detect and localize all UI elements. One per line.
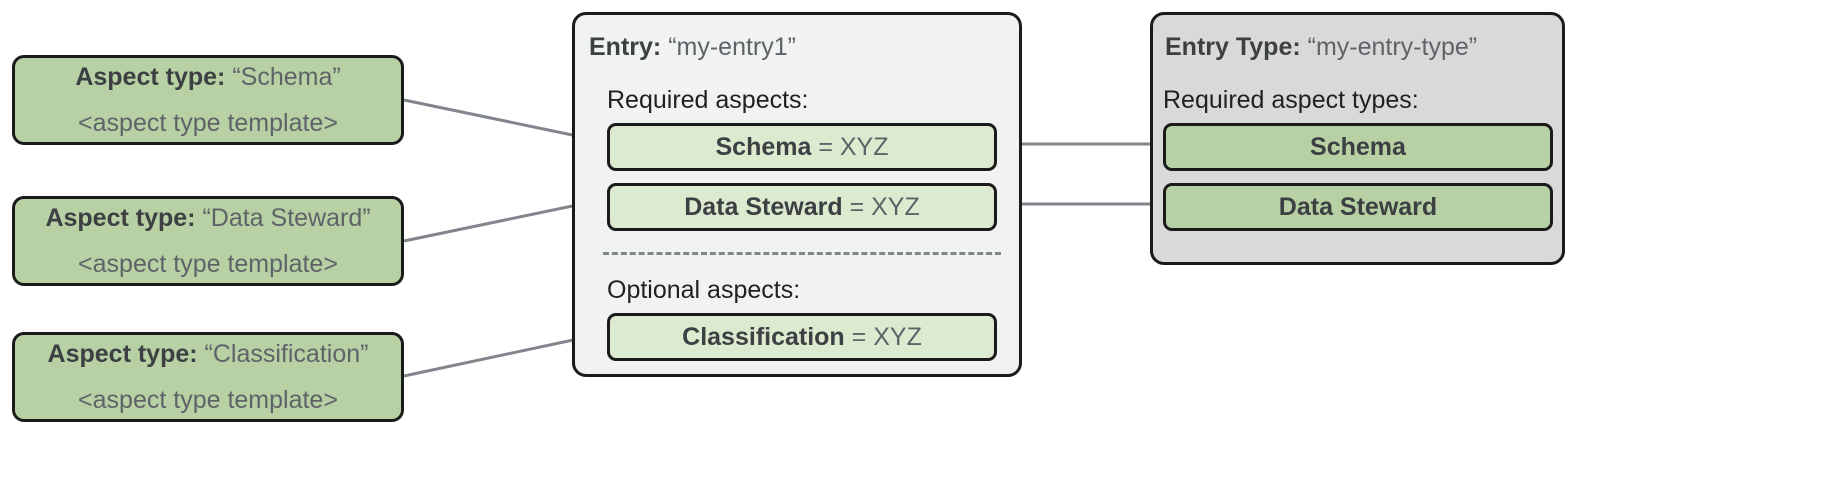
aspect-chip-data-steward[interactable]: Data Steward = XYZ [607, 183, 997, 231]
aspect-type-card-data-steward[interactable]: Aspect type: “Data Steward” <aspect type… [12, 196, 404, 286]
aspect-type-value-label: “Classification” [204, 340, 369, 368]
aspect-chip-value: = XYZ [849, 193, 920, 221]
aspect-type-template-label: <aspect type template> [78, 386, 338, 414]
entry-type-title: Entry Type: “my-entry-type” [1165, 30, 1477, 64]
aspect-type-title: Aspect type: “Classification” [48, 336, 369, 372]
aspect-chip-name: Schema [715, 133, 812, 161]
aspect-type-key-label: Aspect type: [45, 204, 196, 232]
entry-panel[interactable]: Entry: “my-entry1” Required aspects: Sch… [572, 12, 1022, 377]
entry-title: Entry: “my-entry1” [589, 30, 796, 64]
aspect-type-chip-data-steward[interactable]: Data Steward [1163, 183, 1553, 231]
optional-aspects-label: Optional aspects: [607, 276, 801, 304]
required-aspect-types-label: Required aspect types: [1163, 86, 1419, 114]
aspect-type-chip-schema[interactable]: Schema [1163, 123, 1553, 171]
aspect-chip-text: Schema = XYZ [715, 132, 888, 162]
dashed-divider [603, 252, 1001, 255]
aspect-type-card-classification[interactable]: Aspect type: “Classification” <aspect ty… [12, 332, 404, 422]
aspect-chip-classification[interactable]: Classification = XYZ [607, 313, 997, 361]
aspect-type-template-label: <aspect type template> [78, 109, 338, 137]
aspect-type-key-label: Aspect type: [47, 340, 198, 368]
aspect-type-value-label: “Schema” [232, 63, 341, 91]
aspect-type-card-schema[interactable]: Aspect type: “Schema” <aspect type templ… [12, 55, 404, 145]
aspect-chip-value: = XYZ [851, 323, 922, 351]
aspect-type-key-label: Aspect type: [75, 63, 226, 91]
aspect-chip-name: Data Steward [684, 193, 843, 221]
aspect-type-value-label: “Data Steward” [202, 204, 371, 232]
entry-type-panel[interactable]: Entry Type: “my-entry-type” Required asp… [1150, 12, 1565, 265]
aspect-type-template-label: <aspect type template> [78, 250, 338, 278]
aspect-chip-schema[interactable]: Schema = XYZ [607, 123, 997, 171]
aspect-type-chip-name: Schema [1310, 133, 1406, 161]
entry-value-label: “my-entry1” [668, 33, 796, 61]
aspect-chip-value: = XYZ [818, 133, 889, 161]
entry-type-value-label: “my-entry-type” [1307, 33, 1478, 61]
aspect-type-title: Aspect type: “Data Steward” [45, 200, 370, 236]
aspect-type-chip-name: Data Steward [1278, 193, 1438, 221]
aspect-chip-text: Data Steward = XYZ [684, 192, 920, 222]
aspect-chip-name: Classification [682, 323, 845, 351]
aspect-chip-text: Classification = XYZ [682, 322, 922, 352]
entry-key-label: Entry: [589, 33, 662, 61]
required-aspects-label: Required aspects: [607, 86, 809, 114]
entry-type-key-label: Entry Type: [1165, 33, 1301, 61]
aspect-type-title: Aspect type: “Schema” [75, 59, 340, 95]
